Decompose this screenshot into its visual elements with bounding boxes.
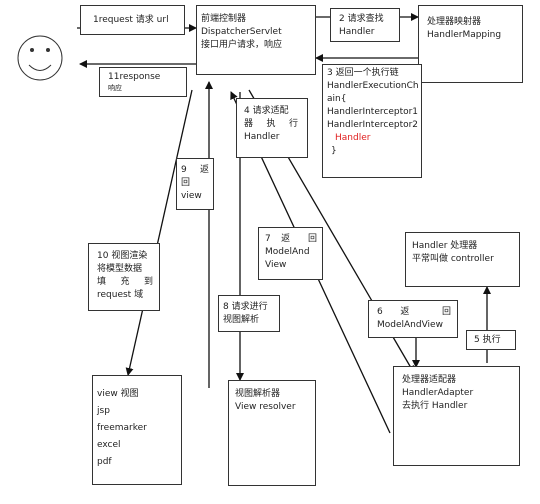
view-title: view 视图 xyxy=(97,389,139,399)
step-8-label: 8 请求进行 视图解析 xyxy=(218,295,280,332)
user-smiley-icon xyxy=(17,35,63,81)
handler-adapter-class: HandlerAdapter xyxy=(402,388,474,398)
step-4-label: 4 请求适配 器 执 行 Handler xyxy=(236,98,308,158)
view-box: view 视图 jsp freemarker excel pdf xyxy=(92,375,182,485)
handler-adapter-title: 处理器适配器 xyxy=(402,375,457,385)
arrow-10-render xyxy=(125,89,193,376)
view-freemarker: freemarker xyxy=(97,423,147,433)
handler-mapping-class: HandlerMapping xyxy=(427,30,502,40)
view-resolver-title: 视图解析器 xyxy=(235,389,281,399)
dispatcher-class: DispatcherServlet xyxy=(201,27,282,37)
step-9-label: 9 返 回 view xyxy=(176,158,214,210)
step-3-handler-highlight: Handler xyxy=(335,133,371,143)
handler-mapping-box: 处理器映射器 HandlerMapping xyxy=(418,5,523,83)
step-1-label: 1request 请求 url xyxy=(80,5,185,35)
dispatcher-servlet-box: 前端控制器 DispatcherServlet 接口用户请求，响应 xyxy=(196,5,316,75)
view-resolver-class: View resolver xyxy=(235,402,296,412)
handler-title: Handler 处理器 xyxy=(412,241,478,251)
step-6-label: 6 返 回 ModelAndView xyxy=(368,300,458,338)
step-10-label: 10 视图渲染 将模型数据 填 充 到 request 域 xyxy=(88,243,160,311)
step-7-label: 7 返 回 ModelAnd View xyxy=(258,227,323,280)
view-resolver-box: 视图解析器 View resolver xyxy=(228,380,316,486)
view-jsp: jsp xyxy=(97,406,110,416)
view-pdf: pdf xyxy=(97,457,112,467)
step-2-label: 2 请求查找 Handler xyxy=(330,8,400,42)
step-11-label: 11response 响应 xyxy=(99,67,187,97)
handler-desc: 平常叫做 controller xyxy=(412,254,494,264)
dispatcher-title: 前端控制器 xyxy=(201,14,247,24)
step-5-label: 5 执行 xyxy=(466,330,516,350)
dispatcher-desc: 接口用户请求，响应 xyxy=(201,40,283,50)
handler-adapter-box: 处理器适配器 HandlerAdapter 去执行 Handler xyxy=(393,366,520,466)
handler-adapter-desc: 去执行 Handler xyxy=(402,401,468,411)
view-excel: excel xyxy=(97,440,121,450)
handler-mapping-title: 处理器映射器 xyxy=(427,17,482,27)
handler-box: Handler 处理器 平常叫做 controller xyxy=(405,232,520,287)
step-3-label: 3 返回一个执行链 HandlerExecutionCh ain{ Handle… xyxy=(322,64,422,178)
